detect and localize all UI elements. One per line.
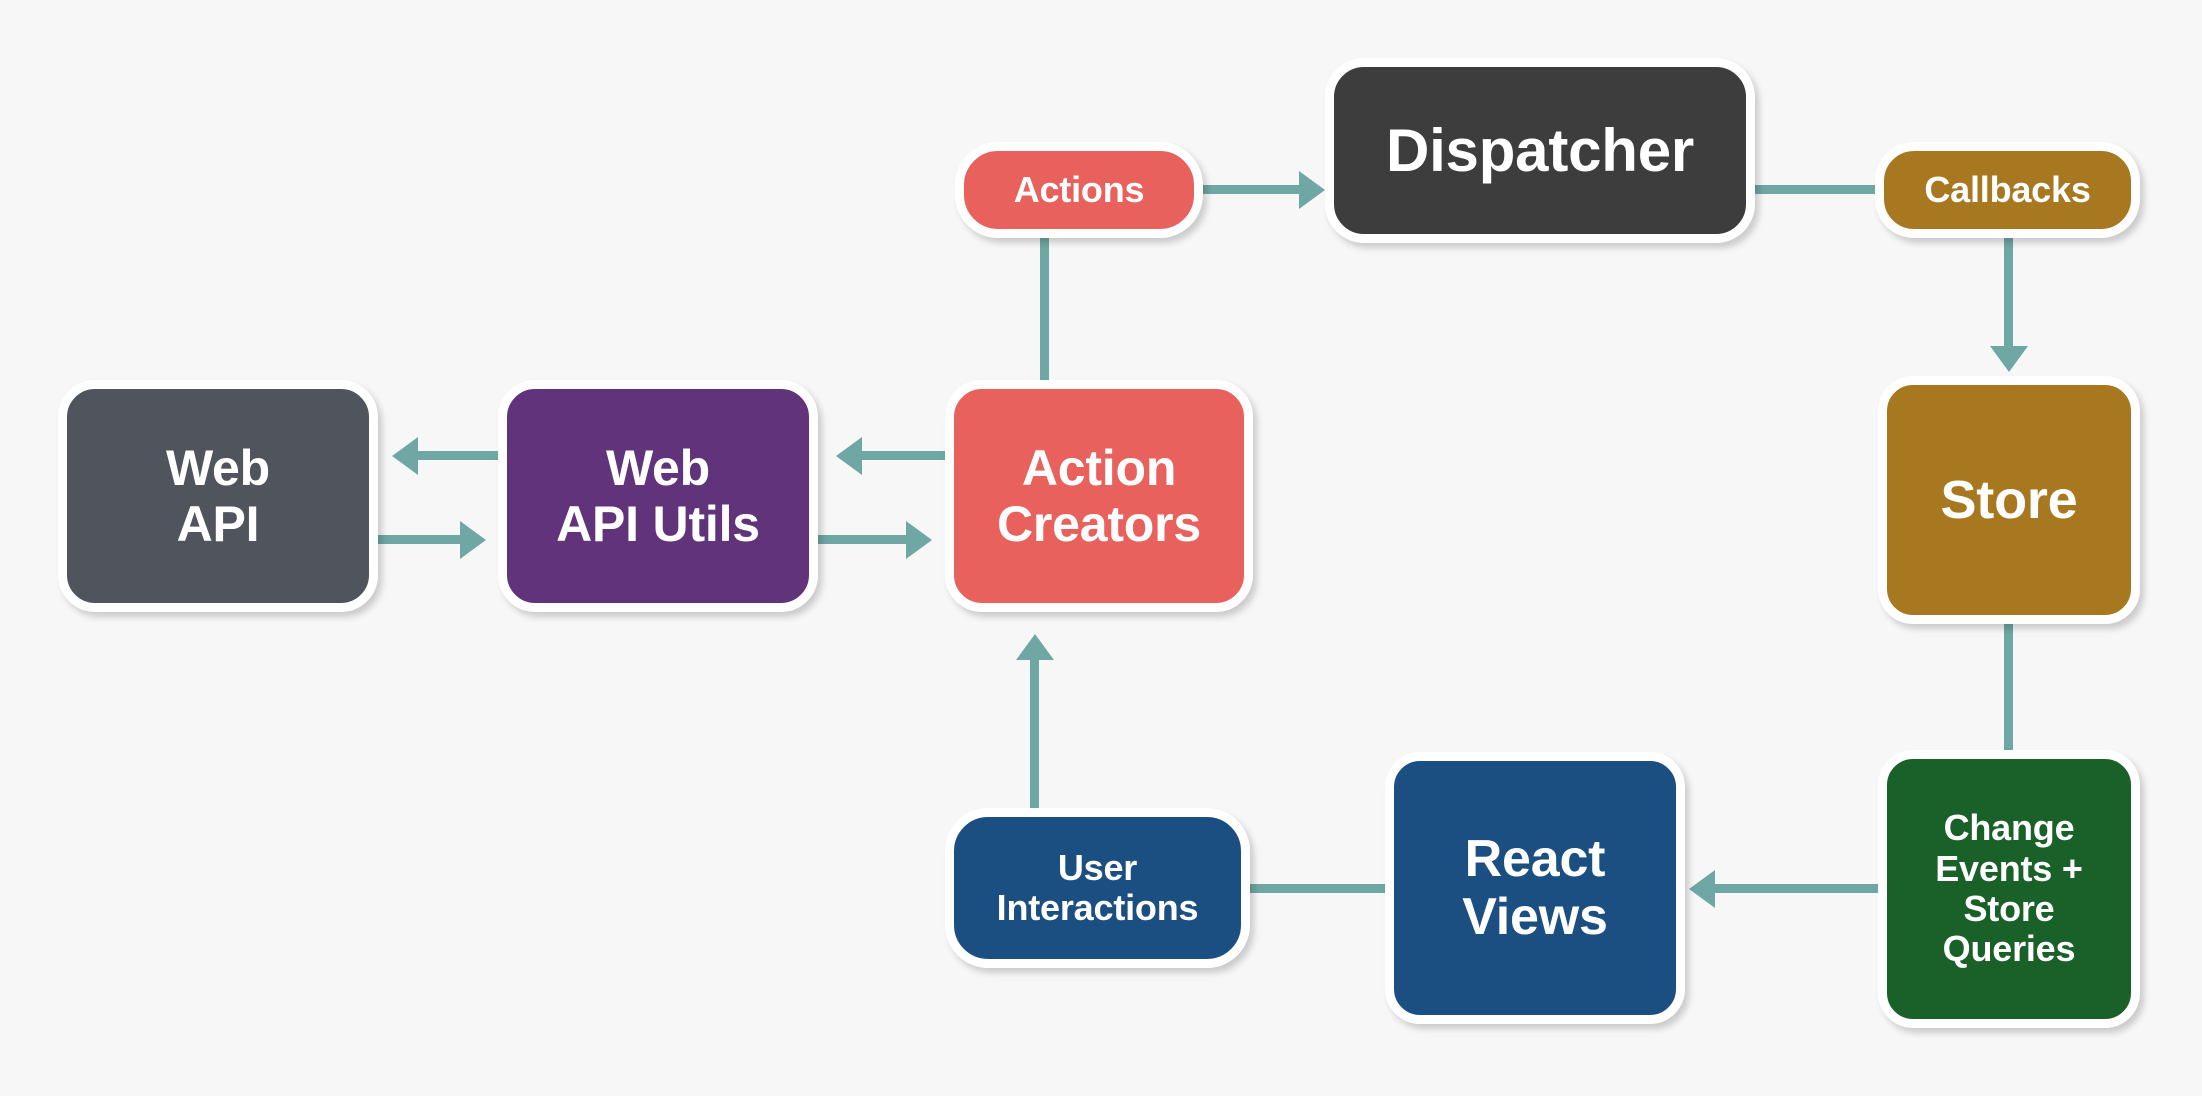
arrowhead-web-api-utils-to-action-creators [906,521,932,559]
node-web-api-label: Web API [165,440,271,552]
node-action-creators[interactable]: Action Creators [945,380,1253,612]
arrowhead-actions-to-dispatcher [1299,171,1325,209]
edge-react-views-to-user-interactions [1250,884,1388,893]
node-user-interactions[interactable]: User Interactions [945,808,1250,968]
edge-store-to-change-events [2004,624,2013,752]
edge-web-api-utils-to-web-api [418,451,504,460]
node-user-interactions-label: User Interactions [996,846,1199,928]
node-actions-label: Actions [1013,168,1145,210]
node-dispatcher-label: Dispatcher [1385,116,1695,184]
arrowhead-web-api-to-web-api-utils [460,521,486,559]
edge-web-api-to-web-api-utils [374,535,460,544]
edge-dispatcher-to-callbacks [1755,185,1877,194]
node-react-views-label: React Views [1462,829,1608,946]
node-actions[interactable]: Actions [955,142,1203,238]
edge-user-interactions-to-action-creators [1030,660,1039,810]
node-react-views[interactable]: React Views [1385,752,1685,1024]
node-change-events-store-queries[interactable]: Change Events + Store Queries [1878,750,2140,1028]
node-action-creators-label: Action Creators [996,440,1202,552]
node-web-api-utils-label: Web API Utils [556,440,760,552]
node-callbacks[interactable]: Callbacks [1875,142,2140,238]
node-store-label: Store [1940,469,2078,530]
edge-action-creators-to-actions [1040,236,1049,384]
node-callbacks-label: Callbacks [1924,168,2091,210]
edge-web-api-utils-to-action-creators [818,535,906,544]
edge-actions-to-dispatcher [1203,185,1299,194]
arrowhead-change-events-to-react-views [1689,870,1715,908]
edge-change-events-to-react-views [1715,884,1881,893]
arrowhead-web-api-utils-to-web-api [392,437,418,475]
arrowhead-action-creators-to-web-api-utils [836,437,862,475]
node-web-api-utils[interactable]: Web API Utils [498,380,818,612]
arrowhead-callbacks-to-store [1990,346,2028,372]
node-web-api[interactable]: Web API [58,380,378,612]
node-change-events-store-queries-label: Change Events + Store Queries [1935,807,2083,970]
arrowhead-user-interactions-to-action-creators [1016,634,1054,660]
node-store[interactable]: Store [1878,376,2140,624]
edge-callbacks-to-store [2004,238,2013,348]
edge-action-creators-to-web-api-utils [862,451,950,460]
node-dispatcher[interactable]: Dispatcher [1325,58,1755,243]
